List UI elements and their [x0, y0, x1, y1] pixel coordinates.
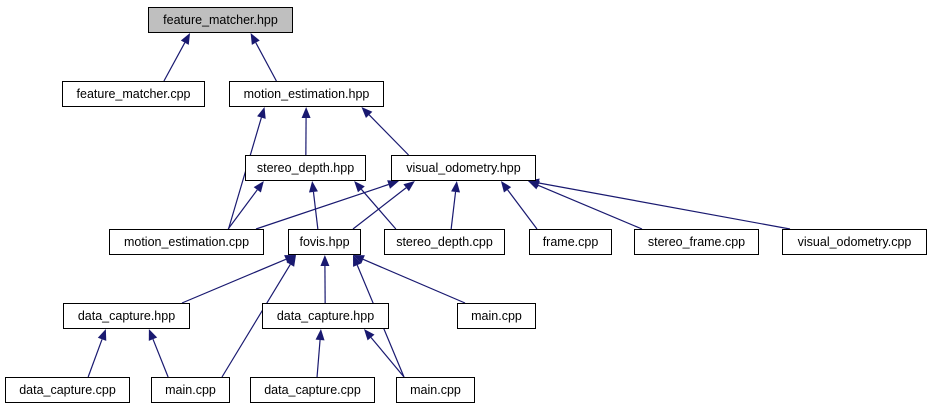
edge-fovis-to-vo_hpp — [352, 187, 407, 230]
node-main-cpp[interactable]: main.cpp — [396, 377, 475, 403]
edge-fm_cpp-to-root — [163, 42, 186, 82]
edge-frame-to-vo_hpp — [507, 189, 538, 230]
edge-sf_cpp-to-vo_hpp — [537, 184, 643, 230]
node-motion-estimation-hpp[interactable]: motion_estimation.hpp — [229, 81, 384, 107]
node-data-capture-hpp[interactable]: data_capture.hpp — [262, 303, 389, 329]
arrowhead-sd_hpp — [253, 181, 264, 193]
edge-vo_hpp-to-me_hpp — [368, 114, 409, 156]
node-stereo-depth-hpp[interactable]: stereo_depth.hpp — [245, 155, 366, 181]
arrowhead-vo_hpp — [451, 181, 461, 193]
arrowhead-fovis — [320, 255, 330, 267]
edge-dc_cpp2-to-dc_hpp2 — [316, 339, 321, 378]
node-data-capture-hpp[interactable]: data_capture.hpp — [63, 303, 190, 329]
edge-main_b-to-fovis — [221, 264, 291, 378]
edge-me_hpp-to-root — [255, 42, 277, 82]
edge-vo_cpp-to-vo_hpp — [538, 182, 791, 230]
node-motion-estimation-cpp[interactable]: motion_estimation.cpp — [109, 229, 264, 255]
arrowhead-me_hpp — [361, 107, 373, 119]
node-fovis-hpp[interactable]: fovis.hpp — [288, 229, 361, 255]
arrowhead-vo_hpp — [403, 181, 415, 192]
node-feature-matcher-hpp: feature_matcher.hpp — [148, 7, 293, 33]
arrowhead-dc_hpp2 — [315, 329, 325, 341]
edge-main_b-to-dc_hpp1 — [152, 338, 169, 378]
arrowhead-fovis — [284, 255, 296, 264]
edge-me_cpp-to-vo_hpp — [255, 183, 389, 230]
node-visual-odometry-hpp[interactable]: visual_odometry.hpp — [391, 155, 536, 181]
edge-main_a-to-fovis — [362, 258, 466, 304]
arrowhead-fovis — [353, 255, 365, 264]
arrowhead-fovis — [286, 255, 296, 267]
node-stereo-depth-cpp[interactable]: stereo_depth.cpp — [384, 229, 505, 255]
arrowhead-me_hpp — [301, 107, 311, 119]
arrowhead-sd_hpp — [354, 181, 365, 193]
arrowhead-me_hpp — [257, 107, 266, 119]
edge-me_cpp-to-sd_hpp — [227, 189, 258, 230]
node-data-capture-cpp[interactable]: data_capture.cpp — [5, 377, 130, 403]
node-frame-cpp[interactable]: frame.cpp — [529, 229, 612, 255]
arrowhead-dc_hpp2 — [364, 329, 375, 341]
node-main-cpp[interactable]: main.cpp — [457, 303, 536, 329]
node-feature-matcher-cpp[interactable]: feature_matcher.cpp — [62, 81, 205, 107]
edge-dc_cpp1-to-dc_hpp1 — [87, 339, 103, 378]
arrowhead-root — [180, 33, 191, 45]
edge-dc_hpp1-to-fovis — [181, 258, 287, 304]
node-visual-odometry-cpp[interactable]: visual_odometry.cpp — [782, 229, 927, 255]
arrowhead-fovis — [353, 255, 362, 267]
arrowhead-dc_hpp1 — [97, 329, 107, 341]
node-stereo-frame-cpp[interactable]: stereo_frame.cpp — [634, 229, 759, 255]
arrowhead-sd_hpp — [308, 181, 318, 193]
edge-main_c-to-dc_hpp2 — [370, 337, 405, 378]
arrowhead-vo_hpp — [387, 180, 399, 189]
edge-me_cpp-to-me_hpp — [227, 117, 262, 230]
arrowhead-vo_hpp — [500, 181, 512, 193]
edge-sd_cpp-to-vo_hpp — [450, 191, 457, 230]
edge-fovis-to-sd_hpp — [312, 191, 319, 230]
node-data-capture-cpp[interactable]: data_capture.cpp — [250, 377, 375, 403]
arrowhead-dc_hpp1 — [148, 329, 158, 341]
node-main-cpp[interactable]: main.cpp — [151, 377, 230, 403]
arrowhead-root — [250, 33, 260, 45]
